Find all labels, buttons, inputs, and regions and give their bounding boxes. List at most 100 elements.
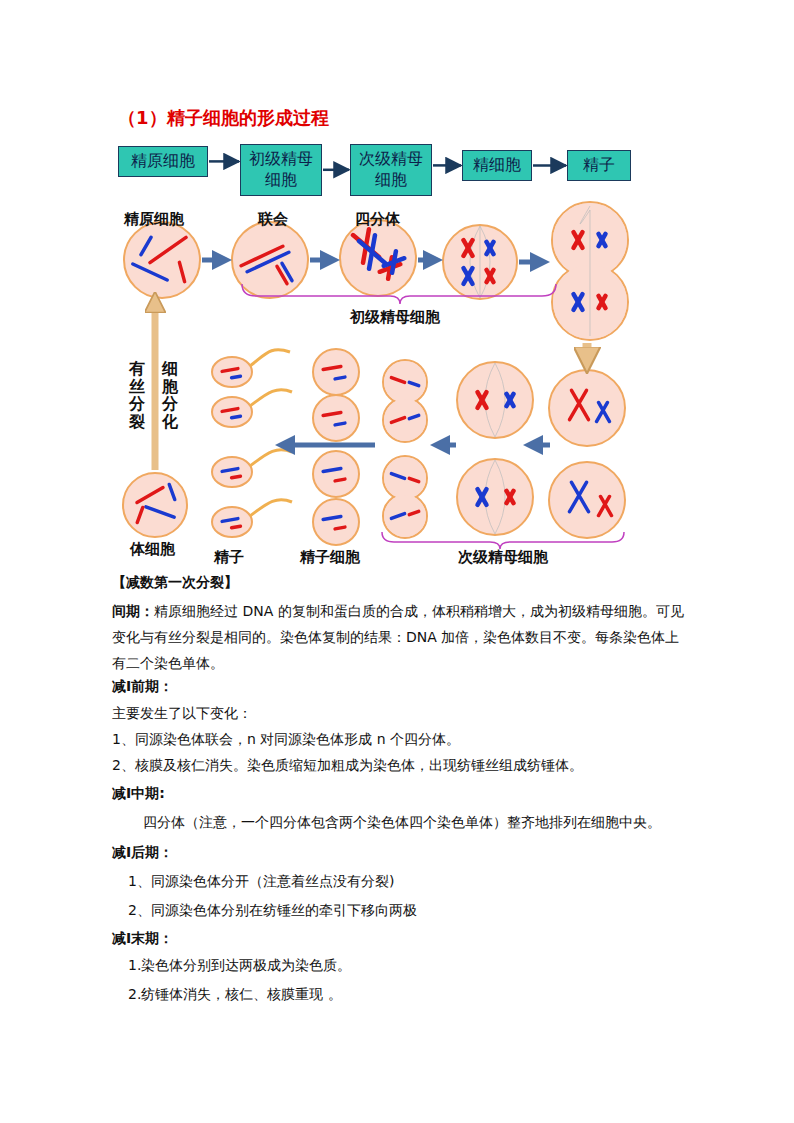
bold-text: 间期： [112,603,154,619]
body-text: 减Ⅰ中期: [112,784,165,802]
chromosome [464,268,473,284]
bracket [242,284,556,304]
process-box: 精细胞 [462,150,532,181]
chromosome [409,382,418,385]
spindle [485,460,505,534]
arrow [440,443,456,448]
chromosome [241,246,283,265]
text-run: 1、同源染色体联会，n 对同源染色体形成 n 个四分体。 [112,731,460,747]
process-box: 精原细胞 [118,146,208,177]
bold-text: 联会 [258,210,288,228]
vertical-label: 细胞分化 [162,360,178,430]
arrow [285,443,375,448]
body-text: 减Ⅰ后期： [112,843,173,861]
chromosome [391,418,404,423]
chromosome [572,482,589,511]
text-run: 主要发生了以下变化： [112,705,252,721]
body-text: 2.纺锤体消失，核仁、核膜重现 。 [128,985,342,1003]
body-text: 2、核膜及核仁消失。染色质缩短加粗成为染色体，出现纺锤丝组成纺锤体。 [112,756,583,774]
bold-text: 细胞分化 [162,359,178,431]
chromosome [369,235,375,268]
chromosome [507,491,514,503]
chromosome [146,507,174,517]
chromosome [507,394,514,406]
body-text: 减Ⅰ末期： [112,929,173,947]
bold-text: 精原细胞 [124,210,184,228]
bold-text: 减Ⅰ前期： [112,678,173,694]
chromosome [507,491,514,503]
chromosomes [133,229,612,529]
text-run: 四分体（注意，一个四分体包含两个染色体四个染色单体）整齐地排列在细胞中央。 [143,814,661,830]
box-text: 精细胞 [473,155,521,176]
fill [384,399,426,441]
text-run: 精原细胞经过 DNA 的复制和蛋白质的合成，体积稍稍增大，成为初级精母细胞。可见… [112,603,684,671]
body-text: 1.染色体分别到达两极成为染色质。 [128,956,351,974]
figure-label: 初级精母细胞 [350,308,440,328]
text-run: 1.染色体分别到达两极成为染色质。 [128,957,351,973]
tail [250,390,292,406]
chromosome [574,232,583,248]
chromosome [599,234,606,246]
spindle [485,363,505,437]
chromosome [335,377,345,379]
chromosome [391,474,404,479]
dividing-secondary [383,456,427,500]
process-box: 初级精母细胞 [240,144,322,196]
spindle [470,226,490,298]
flow-arrow [533,164,566,167]
sperm-tails [250,350,292,516]
figure-label: 次级精母细胞 [458,548,548,568]
metaphase-cell [443,225,517,299]
figure-label: 体细胞 [130,540,175,560]
chromosome [464,240,473,256]
body-text: 1、同源染色体分开（注意着丝点没有分裂) [128,872,394,890]
body-text: 【减数第一次分裂】 [112,573,238,591]
sperm-head [212,357,252,387]
process-box: 精子 [567,150,631,181]
up-arrow [152,302,159,470]
secondary-cell [457,459,533,535]
bold-text: 减Ⅰ末期： [112,930,173,946]
chromosome [137,488,163,503]
box-text: 初级精母细胞 [247,149,315,191]
chromosome [409,478,418,481]
arrow [310,258,330,263]
chromosome [572,390,589,419]
chromosome [232,376,241,378]
bold-text: 【减数第一次分裂】 [112,574,238,590]
section-title: （1）精子细胞的形成过程 [118,106,329,130]
chromosome [601,496,612,515]
arrow [533,443,550,448]
text-run: 2、核膜及核仁消失。染色质缩短加粗成为染色体，出现纺锤丝组成纺锤体。 [112,757,583,773]
body-text: 四分体（注意，一个四分体包含两个染色体四个染色单体）整齐地排列在细胞中央。 [143,813,661,831]
spindle [580,206,590,336]
spermatid [313,395,359,441]
chromosome [487,242,494,254]
chromosome [137,507,142,522]
secondary-cell [457,362,533,438]
arrow [519,260,540,265]
fill [384,495,426,537]
secondary-cell [549,462,625,538]
sperm-head [212,457,252,487]
chromosome [599,296,606,308]
figure-label: 联会 [258,210,288,230]
chromosome [232,526,241,528]
chromosome [323,412,341,415]
flow-arrow [323,169,349,172]
arrow [418,258,433,263]
chromosome [282,263,292,280]
tail [250,500,292,516]
down-arrow [583,343,592,360]
chromosome [232,416,241,418]
chromosome [323,468,341,471]
bold-text: 精子细胞 [300,548,360,566]
spermatid [313,451,359,497]
bold-text: 精子 [214,548,244,566]
spindles [470,206,590,534]
chromosome [478,392,487,408]
synapsis-cell [232,222,308,298]
bold-text: 减Ⅰ中期: [112,785,165,801]
figure-label: 精子细胞 [300,548,360,568]
